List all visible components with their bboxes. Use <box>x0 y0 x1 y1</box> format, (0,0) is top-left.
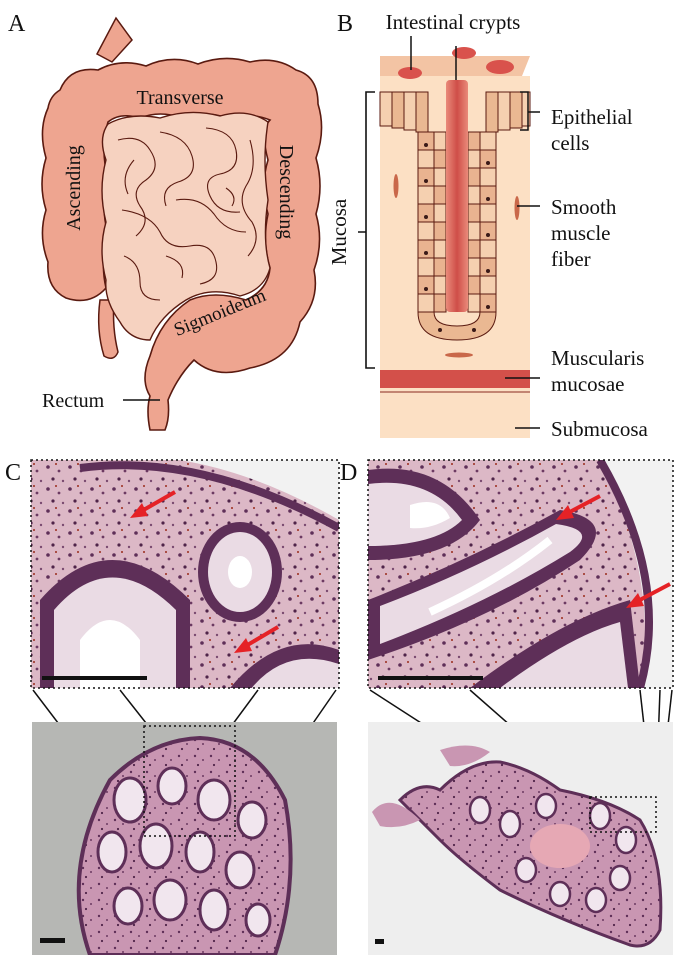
smooth-muscle-fiber <box>445 353 473 358</box>
crypt-opening <box>398 67 422 79</box>
panel-d: D <box>340 460 673 955</box>
panel-d-letter: D <box>340 460 357 486</box>
label-rectum: Rectum <box>42 390 105 412</box>
smooth-muscle-fiber <box>394 174 399 198</box>
panel-b-letter: B <box>337 11 353 37</box>
label-ascending: Ascending <box>63 145 85 231</box>
mucosa-bracket <box>358 92 375 368</box>
label-epithelial-2: cells <box>551 131 589 155</box>
label-intestinal-crypts: Intestinal crypts <box>386 10 521 34</box>
crypt-wall-left <box>418 132 446 312</box>
label-muscularis-2: mucosae <box>551 372 624 396</box>
label-transverse: Transverse <box>136 87 223 109</box>
scale-bar-c-zoom <box>42 676 147 680</box>
scale-bar-d-overview <box>375 939 384 944</box>
label-descending: Descending <box>275 145 297 239</box>
label-epithelial-1: Epithelial <box>551 105 633 129</box>
micrograph-d-overview <box>368 722 673 955</box>
label-smooth-2: muscle <box>551 221 610 245</box>
label-smooth-1: Smooth <box>551 195 617 219</box>
panel-a-letter: A <box>8 11 26 37</box>
label-submucosa: Submucosa <box>551 417 649 441</box>
label-mucosa: Mucosa <box>327 198 351 265</box>
panel-c: C <box>5 456 339 955</box>
scale-bar-d-zoom <box>378 676 483 680</box>
micrograph-d-zoom <box>368 460 673 688</box>
smooth-muscle-fiber <box>515 196 520 220</box>
scale-bar-c-overview <box>40 938 65 943</box>
micrograph-c-overview <box>32 722 337 955</box>
panel-b: B Intestinal crypts <box>327 10 649 441</box>
crypt-opening <box>486 60 514 74</box>
appendix-top <box>97 18 132 62</box>
label-smooth-3: fiber <box>551 247 591 271</box>
panel-a: A Transverse Ascending Descending Sigmoi… <box>8 11 322 430</box>
crypt-lumen <box>446 80 468 312</box>
label-muscularis-1: Muscularis <box>551 346 644 370</box>
micrograph-c-zoom <box>31 456 339 690</box>
muscularis-mucosae <box>380 370 530 388</box>
crypt-wall-right <box>468 132 496 312</box>
panel-c-letter: C <box>5 460 21 486</box>
